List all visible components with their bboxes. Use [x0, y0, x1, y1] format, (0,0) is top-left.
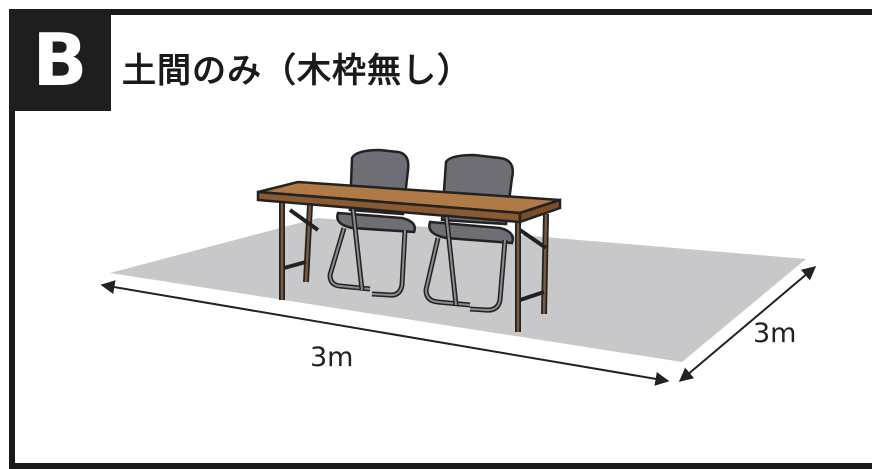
depth-dimension-arrow [678, 266, 817, 382]
section-badge-letter: B [32, 18, 88, 102]
section-badge: B [9, 9, 111, 111]
folding-table [256, 180, 562, 332]
width-dimension-arrow [100, 280, 670, 386]
booth-illustration: 3m 3m [100, 148, 817, 386]
depth-dimension-label: 3m [753, 318, 796, 349]
width-dimension-label: 3m [310, 342, 353, 373]
page-title: 土間のみ（木枠無し） [122, 51, 472, 91]
